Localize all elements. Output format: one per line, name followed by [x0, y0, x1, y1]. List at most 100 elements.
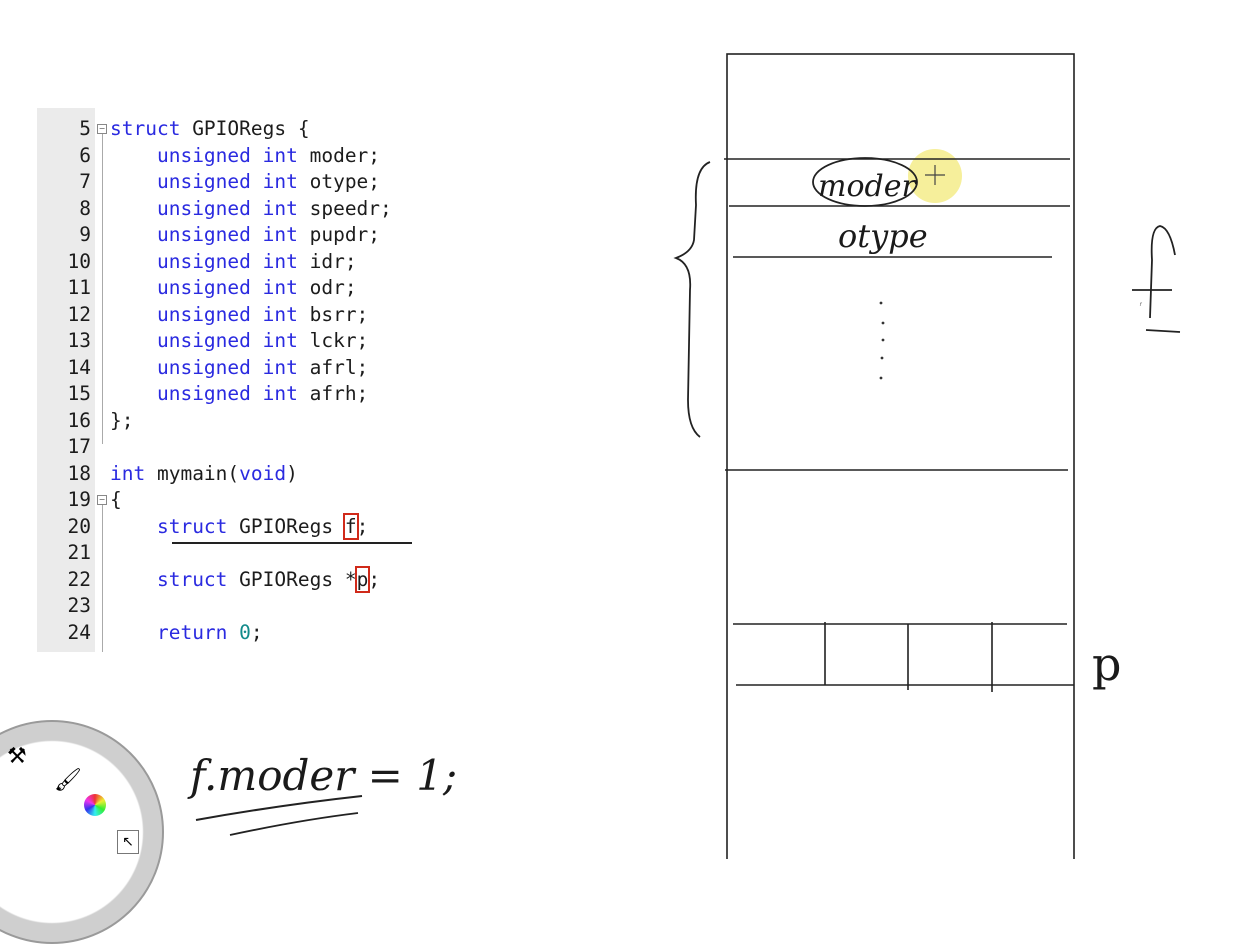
- line-number: 5: [79, 117, 91, 140]
- code-token: ;: [356, 514, 369, 538]
- code-text: int mymain(void): [110, 461, 298, 488]
- code-token: ;: [368, 567, 381, 591]
- code-token: bsrr;: [297, 302, 369, 326]
- line-number: 9: [79, 223, 91, 246]
- code-line[interactable]: 24 return 0;: [37, 620, 512, 647]
- code-line[interactable]: 8 unsigned int speedr;: [37, 196, 512, 223]
- code-keyword: unsigned int: [156, 329, 298, 352]
- color-wheel-icon[interactable]: [84, 794, 106, 816]
- fold-guide-struct: [102, 134, 103, 444]
- code-line[interactable]: 10 unsigned int idr;: [37, 249, 512, 276]
- code-keyword: unsigned int: [156, 302, 298, 326]
- code-keyword: void: [239, 461, 287, 485]
- code-line[interactable]: 13 unsigned int lckr;: [37, 328, 512, 355]
- code-text: unsigned int idr;: [110, 249, 357, 276]
- code-line[interactable]: 18 int mymain(void): [37, 461, 512, 488]
- code-text: unsigned int moder;: [110, 143, 380, 170]
- marked-identifier: p: [354, 565, 371, 593]
- code-token: 0: [239, 620, 251, 644]
- code-token: idr;: [297, 249, 357, 273]
- code-editor[interactable]: 5−struct GPIORegs {6 unsigned int moder;…: [37, 108, 512, 652]
- handwritten-code-note: f.moder = 1;: [187, 751, 457, 800]
- code-line[interactable]: 19−{: [37, 487, 512, 514]
- line-number: 8: [79, 196, 91, 220]
- code-line[interactable]: 7 unsigned int otype;: [37, 169, 512, 196]
- code-token: mymain(: [145, 461, 240, 485]
- code-line[interactable]: 6 unsigned int moder;: [37, 143, 512, 170]
- code-keyword: unsigned int: [156, 196, 298, 220]
- line-number: 11: [67, 276, 91, 299]
- code-text: unsigned int bsrr;: [110, 302, 368, 329]
- code-line[interactable]: 12 unsigned int bsrr;: [37, 302, 512, 329]
- line-number: 23: [67, 594, 91, 617]
- code-token: moder;: [297, 143, 381, 167]
- code-line[interactable]: 14 unsigned int afrl;: [37, 355, 512, 382]
- fold-toggle-icon[interactable]: −: [97, 495, 107, 505]
- handwritten-otype-label: otype: [838, 217, 928, 255]
- code-line[interactable]: 11 unsigned int odr;: [37, 275, 512, 302]
- code-keyword: unsigned int: [156, 382, 298, 405]
- code-text: struct GPIORegs *p;: [110, 565, 381, 594]
- line-number: 22: [67, 567, 91, 591]
- code-token: };: [110, 408, 134, 432]
- code-token: GPIORegs *: [227, 567, 357, 591]
- handwritten-moder-label: moder: [818, 169, 917, 204]
- code-line[interactable]: 22 struct GPIORegs *p;: [37, 565, 512, 594]
- code-line[interactable]: 17: [37, 434, 512, 461]
- code-line[interactable]: 23: [37, 593, 512, 620]
- line-number: 18: [67, 461, 91, 485]
- code-lines: 5−struct GPIORegs {6 unsigned int moder;…: [37, 116, 512, 646]
- code-line[interactable]: 21: [37, 540, 512, 567]
- code-text: unsigned int odr;: [110, 275, 357, 302]
- code-keyword: unsigned int: [156, 276, 298, 299]
- line-number: 14: [67, 355, 91, 379]
- code-token: odr;: [297, 276, 357, 299]
- handwritten-pointer-label: p: [1092, 637, 1121, 691]
- code-token: ;: [250, 620, 263, 644]
- code-line[interactable]: 20 struct GPIORegs f;: [37, 512, 512, 541]
- code-token: afrl;: [297, 355, 369, 379]
- line-number: 24: [67, 620, 91, 644]
- handwritten-struct-label: f: [1139, 301, 1143, 306]
- brush-icon[interactable]: 🖌: [54, 768, 82, 793]
- code-keyword: unsigned int: [156, 170, 298, 193]
- code-keyword: struct: [156, 514, 228, 538]
- line-number: 13: [67, 329, 91, 352]
- code-token: lckr;: [297, 329, 369, 352]
- code-line[interactable]: 16};: [37, 408, 512, 435]
- fold-guide-main: [102, 505, 103, 652]
- line-number: 19: [67, 488, 91, 511]
- marked-identifier: f: [342, 512, 359, 540]
- code-token: speedr;: [297, 196, 392, 220]
- line-number: 20: [67, 514, 91, 538]
- code-token: ): [286, 461, 298, 485]
- line-number: 15: [67, 382, 91, 405]
- moder-circle: [812, 157, 918, 207]
- code-line[interactable]: 9 unsigned int pupdr;: [37, 222, 512, 249]
- line-number-gutter: [37, 108, 95, 652]
- line-number: 16: [67, 408, 91, 432]
- code-line[interactable]: 5−struct GPIORegs {: [37, 116, 512, 143]
- code-text: unsigned int otype;: [110, 169, 380, 196]
- code-text: struct GPIORegs f;: [110, 512, 369, 541]
- fold-toggle-icon[interactable]: −: [97, 124, 107, 134]
- code-text: unsigned int afrh;: [110, 381, 368, 408]
- f-label-stroke: [1132, 225, 1181, 333]
- code-line[interactable]: 15 unsigned int afrh;: [37, 381, 512, 408]
- code-keyword: unsigned int: [156, 355, 298, 379]
- code-text: };: [110, 408, 133, 435]
- code-text: unsigned int lckr;: [110, 328, 368, 355]
- code-text: {: [110, 487, 122, 514]
- line-number: 7: [79, 170, 91, 193]
- ruler-icon[interactable]: ⚒: [7, 744, 27, 769]
- code-keyword: struct: [110, 117, 181, 140]
- code-token: {: [110, 488, 122, 511]
- code-keyword: unsigned int: [156, 143, 298, 167]
- line-number: 17: [67, 435, 91, 458]
- code-token: otype;: [297, 170, 381, 193]
- cursor-icon[interactable]: ↖: [117, 830, 139, 854]
- code-keyword: return: [156, 620, 228, 644]
- line-number: 10: [67, 249, 91, 273]
- code-keyword: struct: [156, 567, 228, 591]
- code-token: GPIORegs {: [180, 117, 310, 140]
